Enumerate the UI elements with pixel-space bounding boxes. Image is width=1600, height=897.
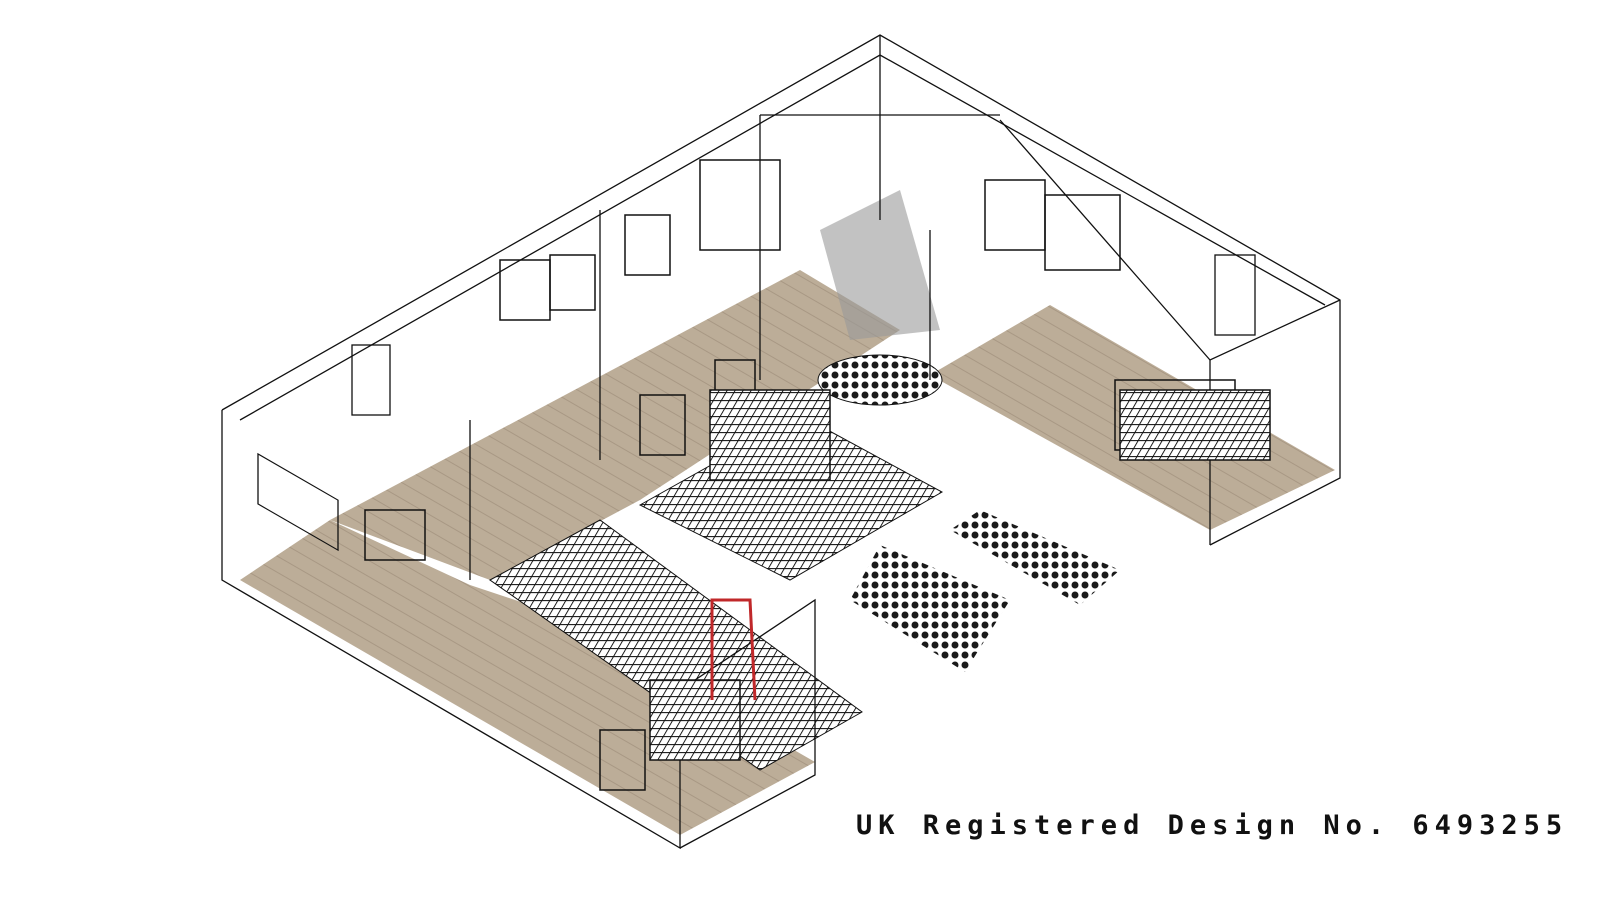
planter-rows [950, 510, 1120, 605]
paving [820, 190, 940, 340]
courtyard-planter [817, 354, 943, 406]
wall-art [351, 344, 391, 416]
planting [817, 354, 1120, 672]
registered-design-caption: UK Registered Design No. 6493255 [856, 810, 1569, 841]
walls [221, 34, 1341, 850]
wall-art-right [1214, 254, 1256, 336]
tv [257, 452, 339, 552]
upper-floor [330, 270, 900, 580]
red-door-frame [710, 598, 757, 701]
planter-bed-large [850, 545, 1010, 672]
furniture [364, 159, 1271, 791]
